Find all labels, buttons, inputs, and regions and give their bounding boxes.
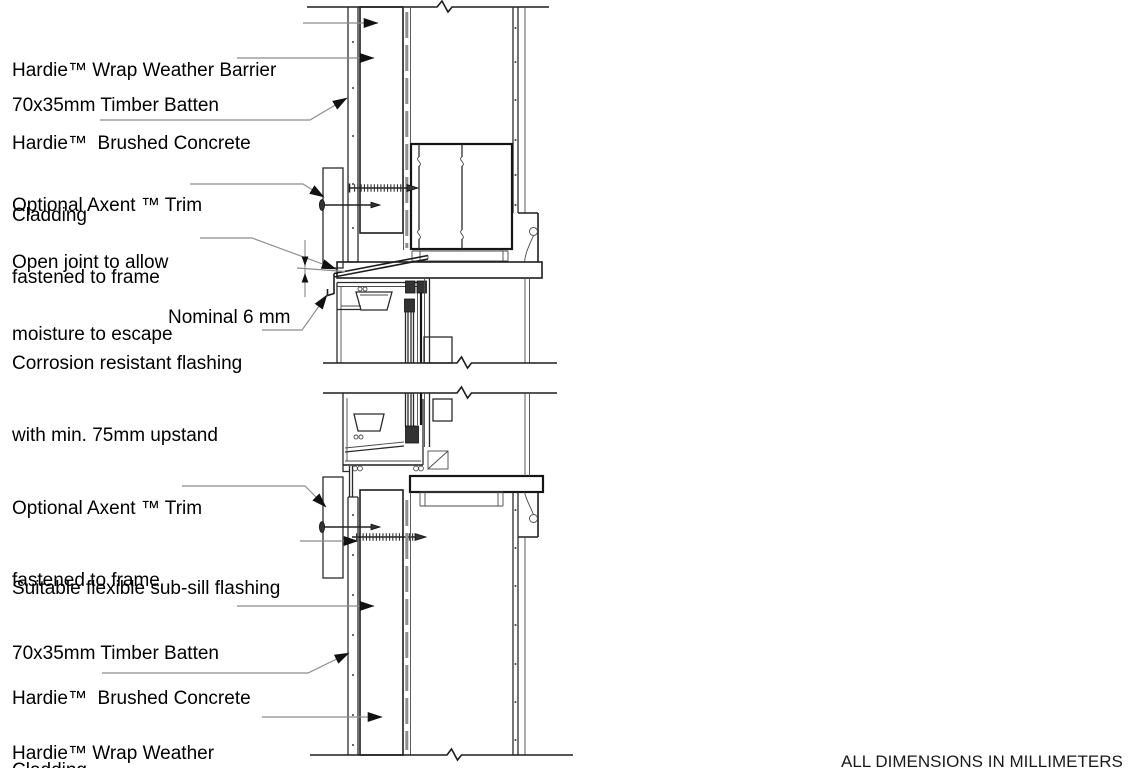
callout-cladding-top: Hardie™ Brushed Concrete Cladding [12, 84, 251, 276]
callout-sub-sill-flashing: Suitable flexible sub-sill flashing [12, 529, 280, 649]
callout-wrap-weather-barrier-bottom: Hardie™ Wrap Weather Barrier [12, 694, 214, 768]
interior-lining-bottom [512, 492, 526, 755]
dimensions-note: ALL DIMENSIONS IN MILLIMETERS UNLESS OTH… [841, 707, 1123, 768]
callout-timber-batten-bottom: 70x35mm Timber Batten [12, 594, 219, 714]
note-line: ALL DIMENSIONS IN MILLIMETERS [841, 752, 1123, 768]
callout-line: moisture to escape [12, 324, 173, 345]
callout-line: 70x35mm Timber Batten [12, 95, 219, 116]
callout-line: Hardie™ Brushed Concrete [12, 688, 251, 709]
callout-corrosion-flashing: Corrosion resistant flashing with min. 7… [12, 304, 242, 496]
head-architrave-moulding [518, 212, 539, 363]
window-head-frame [336, 278, 453, 364]
sub-sill-flashing-lines [348, 466, 354, 497]
callout-line: 70x35mm Timber Batten [12, 643, 219, 664]
callout-line: Hardie™ Brushed Concrete [12, 133, 251, 154]
callout-line: Corrosion resistant flashing [12, 353, 243, 374]
callout-nominal-6mm: Nominal 6 mm [168, 258, 290, 378]
timber-batten-bottom [359, 489, 404, 756]
cladding-top [347, 7, 359, 263]
callout-wrap-weather-barrier-top: Hardie™ Wrap Weather Barrier [12, 11, 276, 131]
callout-line: Hardie™ Wrap Weather [12, 743, 215, 764]
sill-board [408, 474, 545, 507]
callout-line: Cladding [12, 205, 87, 226]
callout-line: fastened to frame [12, 267, 160, 288]
callout-line: Nominal 6 mm [168, 307, 291, 328]
callout-line: Suitable flexible sub-sill flashing [12, 578, 281, 599]
cladding-screw-top [348, 183, 420, 193]
glazing-top [404, 312, 415, 363]
cladding-screw-bottom [352, 532, 428, 542]
break-line-top [307, 0, 549, 14]
head-reveal-board [336, 261, 543, 279]
callout-open-joint: Open joint to allow moisture to escape [12, 203, 173, 395]
weather-barrier-bottom [405, 492, 411, 755]
sill-apron-moulding [518, 393, 539, 538]
trim-screw-top [318, 199, 382, 211]
callout-axent-trim-top: Optional Axent ™ Trim fastened to frame [12, 146, 202, 338]
callout-line: Optional Axent ™ Trim [12, 498, 203, 519]
section-break-lines [323, 355, 557, 400]
timber-batten-top [359, 6, 404, 234]
glazing-bottom [404, 393, 415, 427]
axent-trim-top-block [322, 167, 344, 269]
callout-cladding-bottom: Hardie™ Brushed Concrete Cladding [12, 639, 251, 768]
callout-axent-trim-bottom: Optional Axent ™ Trim fastened to frame [12, 449, 202, 641]
interior-lining-top [512, 7, 526, 213]
lintel-framing [409, 142, 514, 262]
window-sill-frame [342, 393, 453, 473]
callout-line: Hardie™ Wrap Weather Barrier [12, 60, 277, 81]
callout-timber-batten-top: 70x35mm Timber Batten [12, 46, 219, 166]
callout-line: with min. 75mm upstand [12, 425, 218, 446]
callout-line: Open joint to allow [12, 252, 169, 273]
leader-lines [100, 18, 383, 722]
weather-barrier-top [403, 7, 411, 250]
trim-screw-bottom [318, 521, 382, 533]
head-flashing [326, 254, 429, 297]
callout-line: fastened to frame [12, 570, 160, 591]
callout-line: Cladding [12, 759, 251, 768]
callout-line: Optional Axent ™ Trim [12, 195, 203, 216]
break-line-bottom [310, 747, 573, 762]
